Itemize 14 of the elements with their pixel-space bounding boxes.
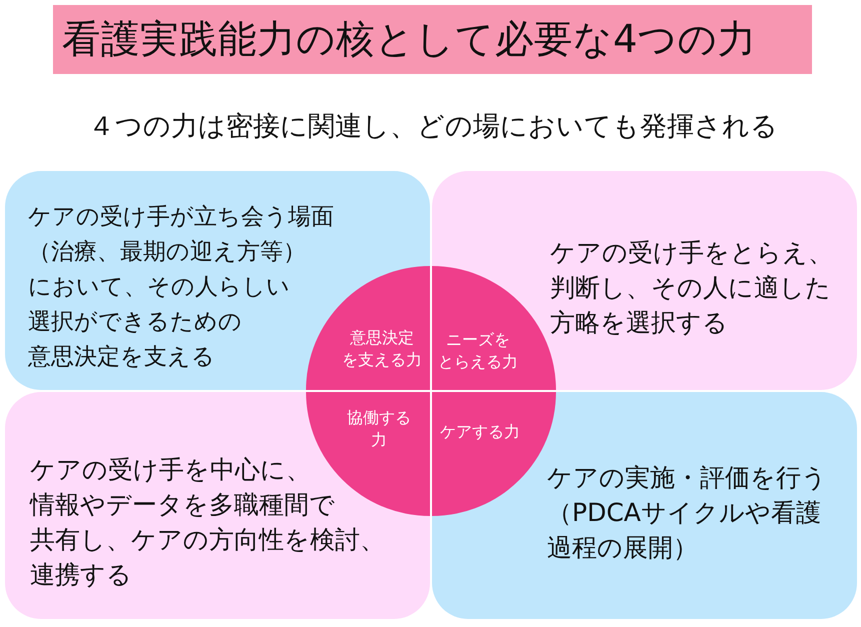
info-panel (5, 171, 430, 390)
quadrant-label: 協働する力 (346, 407, 412, 451)
info-panel (5, 392, 430, 619)
info-panel (432, 171, 857, 390)
quadrant-label: 意思決定を支える力 (341, 327, 423, 371)
panel-text: ケアの受け手をとらえ、判断し、その人に適した方略を選択する (550, 237, 834, 339)
info-panel (432, 392, 857, 619)
subtitle-text: ４つの力は密接に関連し、どの場においても発揮される (88, 110, 778, 144)
panel-text: ケアの受け手が立ち会う場面（治療、最期の迎え方等）において、その人らしい選択ができるための意思決定を支える (28, 203, 335, 372)
quadrant-label: ニーズをとらえる力 (437, 329, 519, 373)
panel-text: ケアの受け手を中心に、情報やデータを多職種間で共有し、ケアの方向性を検討、連携する (30, 454, 386, 591)
title-banner: 看護実践能力の核として必要な4つの力 (53, 5, 812, 74)
panel-text: ケアの実施・評価を行う（PDCAサイクルや看護過程の展開） (547, 462, 828, 564)
quadrant-label: ケアする力 (439, 421, 521, 443)
